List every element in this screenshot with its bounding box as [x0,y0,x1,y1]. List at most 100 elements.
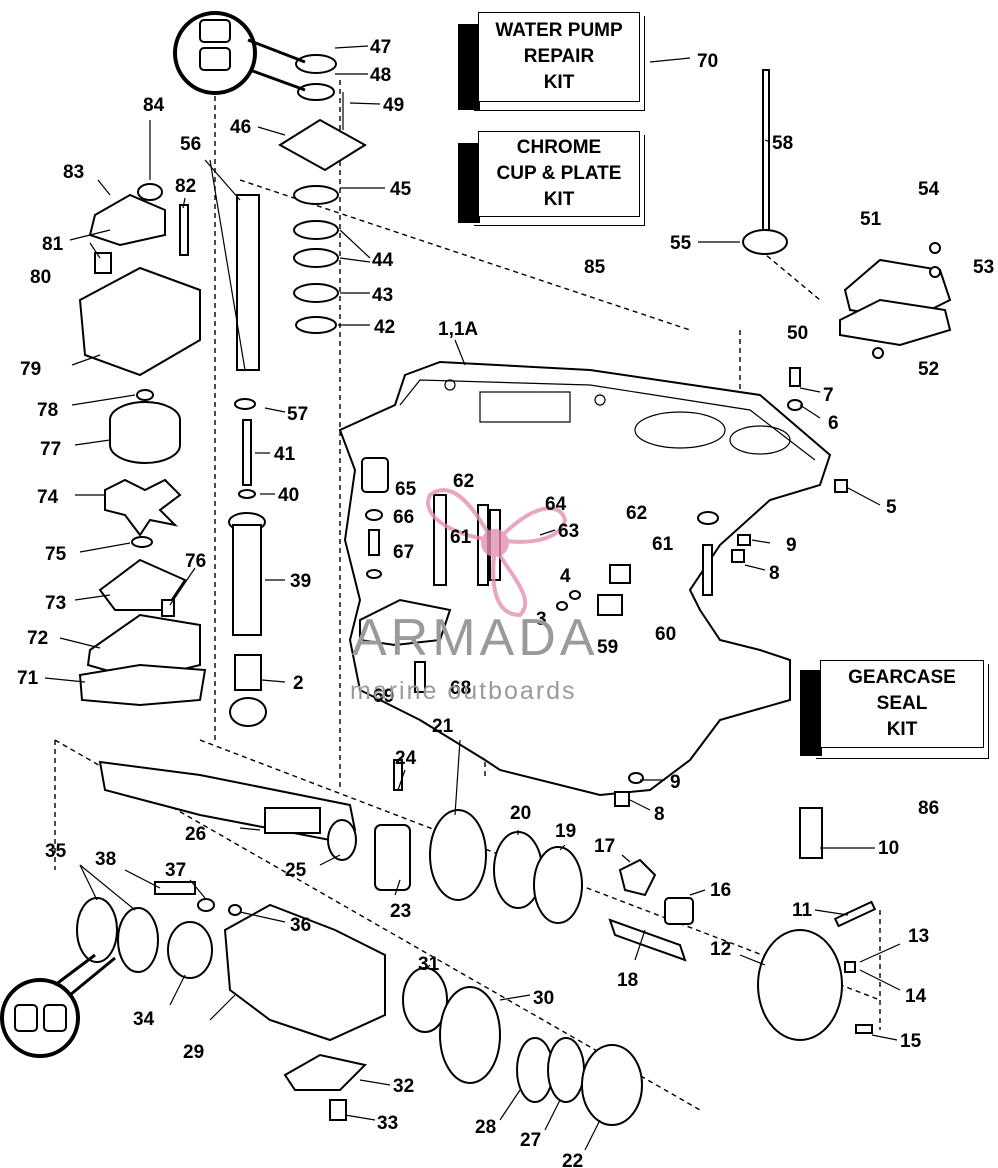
callout-47: 47 [370,37,391,58]
callout-16: 16 [710,880,731,901]
chrome-kit-label: CHROME CUP & PLATE KIT [478,131,640,217]
callout-leader-lines [44,45,901,1151]
callout-32: 32 [393,1076,414,1097]
callout-labels: 47 48 49 46 84 56 83 82 81 80 45 44 43 4… [17,37,994,1168]
callout-12: 12 [710,939,731,960]
water-pump-kit-label: WATER PUMP REPAIR KIT [478,12,640,102]
callout-38: 38 [95,849,116,870]
armada-propeller-logo [426,488,568,618]
callout-58: 58 [772,133,793,154]
callout-85: 85 [584,257,606,278]
callout-50: 50 [787,323,808,344]
callout-62b: 62 [626,503,647,524]
gearcase-housing [338,360,832,797]
callout-27: 27 [520,1130,541,1151]
callout-44: 44 [372,250,394,271]
callout-36: 36 [290,915,311,936]
callout-48: 48 [370,65,391,86]
callout-40: 40 [278,485,299,506]
callout-6: 6 [828,413,839,434]
callout-7: 7 [823,385,834,406]
callout-46: 46 [230,117,251,138]
callout-9b: 9 [670,772,681,793]
callout-83: 83 [63,162,84,183]
callout-43: 43 [372,285,393,306]
callout-4: 4 [560,566,571,587]
callout-51: 51 [860,209,882,230]
callout-52: 52 [918,359,939,380]
callout-64: 64 [545,494,567,515]
callout-53: 53 [973,257,994,278]
seal-stack [278,54,367,334]
callout-55: 55 [670,233,692,254]
magnify-circles [0,11,306,1058]
callout-28: 28 [475,1117,496,1138]
callout-63: 63 [558,521,579,542]
callout-61b: 61 [652,534,674,555]
callout-10: 10 [878,838,899,859]
callout-49: 49 [383,95,404,116]
callout-33: 33 [377,1113,398,1134]
callout-65: 65 [395,479,417,500]
callout-35: 35 [45,841,67,862]
callout-20: 20 [510,803,531,824]
callout-73: 73 [45,593,66,614]
upper-right-parts [742,69,952,359]
callout-54: 54 [918,179,940,200]
callout-57: 57 [287,404,308,425]
callout-79: 79 [20,359,41,380]
callout-78: 78 [37,400,58,421]
callout-76: 76 [185,551,206,572]
callout-26: 26 [185,824,206,845]
callout-5: 5 [886,497,897,518]
callout-59: 59 [597,637,618,658]
callout-11: 11 [792,900,813,921]
callout-9: 9 [786,535,797,556]
callout-34: 34 [133,1009,155,1030]
callout-14: 14 [905,986,927,1007]
callout-74: 74 [37,487,59,508]
propshaft-assembly [76,759,877,1126]
callout-41: 41 [274,444,296,465]
callout-56: 56 [180,134,201,155]
callout-60: 60 [655,624,676,645]
watermark-brand: ARMADA [352,609,599,667]
callout-69: 69 [373,686,394,707]
callout-77: 77 [40,439,61,460]
callout-29: 29 [183,1042,204,1063]
gearcase-seal-kit-label: GEARCASE SEAL KIT [820,660,984,748]
callout-75: 75 [45,544,67,565]
callout-66: 66 [393,507,414,528]
callout-68: 68 [450,678,471,699]
callout-70: 70 [697,51,718,72]
callout-61: 61 [450,527,472,548]
callout-15: 15 [900,1031,922,1052]
callout-30: 30 [533,988,554,1009]
callout-3: 3 [536,609,547,630]
callout-84: 84 [143,95,165,116]
callout-8b: 8 [654,804,665,825]
callout-39: 39 [290,571,311,592]
callout-21: 21 [432,716,454,737]
housing-fittings [359,367,848,807]
callout-17: 17 [594,836,615,857]
callout-19: 19 [555,821,576,842]
driveshaft-assembly [228,194,267,727]
callout-1-1a: 1,1A [438,319,478,340]
callout-45: 45 [390,179,412,200]
callout-67: 67 [393,542,414,563]
callout-24: 24 [395,748,417,769]
callout-31: 31 [418,954,440,975]
callout-80: 80 [30,267,51,288]
callout-62: 62 [453,471,474,492]
callout-8: 8 [769,563,780,584]
callout-71: 71 [17,668,39,689]
callout-86: 86 [918,798,939,819]
callout-18: 18 [617,970,638,991]
callout-37: 37 [165,860,186,881]
callout-2: 2 [293,673,304,694]
callout-25: 25 [285,860,307,881]
watermark-tagline: marine outboards [350,677,577,705]
callout-42: 42 [374,317,395,338]
